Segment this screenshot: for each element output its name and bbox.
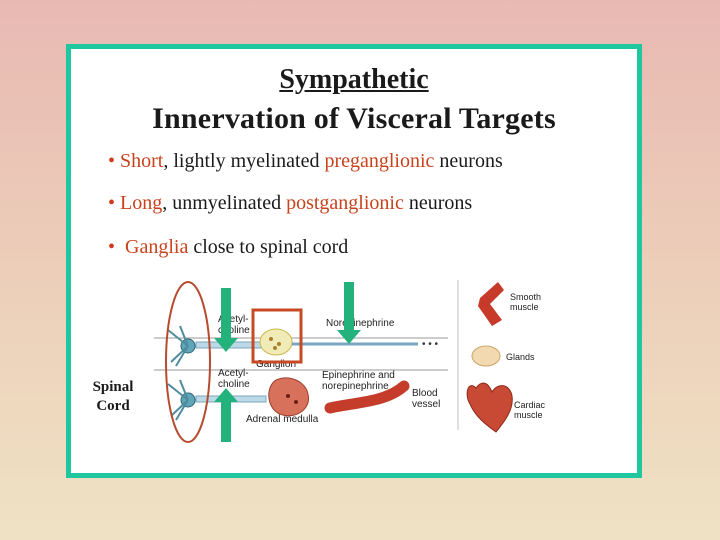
neuron-bottom-icon: [167, 379, 196, 421]
bullet-text: neurons: [434, 150, 503, 172]
label-acetylcholine-top: Acetyl-choline: [218, 314, 250, 336]
bullet-highlight-term: postganglionic: [286, 192, 404, 214]
label-norepinephrine: Norepinephrine: [326, 318, 395, 329]
label-acetylcholine-bottom: Acetyl-choline: [218, 368, 250, 390]
bullet-highlight-term: Long: [120, 192, 163, 214]
bullet-text: , unmyelinated: [162, 192, 287, 214]
blood-vessel-icon: [324, 380, 410, 414]
bullet-text-2: Long, unmyelinated postganglionic neuron…: [120, 192, 472, 214]
bullet-item: •Long, unmyelinated postganglionic neuro…: [108, 192, 472, 215]
bullet-text-1: Short, lightly myelinated preganglionic …: [120, 150, 503, 172]
arrow-up-adrenal-icon: [214, 388, 238, 442]
label-adrenal-medulla: Adrenal medulla: [246, 414, 319, 425]
bullet-item: •Short, lightly myelinated preganglionic…: [108, 150, 503, 173]
bullet-text-3: Ganglia close to spinal cord: [120, 236, 348, 258]
arrow-down-postganglionic-icon: [337, 282, 361, 344]
bullet-item: • Ganglia close to spinal cord: [108, 236, 348, 259]
spinal-cord-outline: [165, 281, 211, 443]
ganglion-highlight-box: [251, 308, 303, 364]
gland-icon: [471, 345, 501, 367]
bullet-text: , lightly myelinated: [163, 150, 325, 172]
bullet-text: neurons: [403, 192, 473, 214]
neurotransmitter-dots-icon: • • •: [422, 339, 439, 350]
heart-icon: [466, 382, 513, 433]
smooth-muscle-icon: [478, 282, 504, 326]
bullet-highlight-term: preganglionic: [324, 150, 435, 172]
sympathetic-pathway-diagram: • • • Acetyl-choline Ganglion Norepineph…: [154, 280, 546, 443]
bullet-highlight-term: Short: [120, 150, 164, 172]
slide-title: Sympathetic: [279, 64, 429, 95]
bullet-highlight-term: Ganglia: [120, 236, 189, 258]
bullet-dot-icon: •: [108, 150, 116, 172]
label-glands: Glands: [506, 352, 535, 362]
neuron-top-icon: [167, 325, 196, 367]
label-ganglion: Ganglion: [256, 359, 296, 370]
bullet-text: close to spinal cord: [188, 236, 349, 258]
spinal-cord-label-line: Spinal: [92, 379, 134, 395]
bullet-dot-icon: •: [108, 192, 116, 214]
bullet-dot-icon: •: [108, 236, 116, 258]
slide-subtitle: Innervation of Visceral Targets: [152, 102, 556, 135]
ganglion-icon: [259, 328, 293, 356]
arrow-down-preganglionic-icon: [214, 288, 238, 352]
spinal-cord-label-line: Cord: [96, 398, 130, 414]
